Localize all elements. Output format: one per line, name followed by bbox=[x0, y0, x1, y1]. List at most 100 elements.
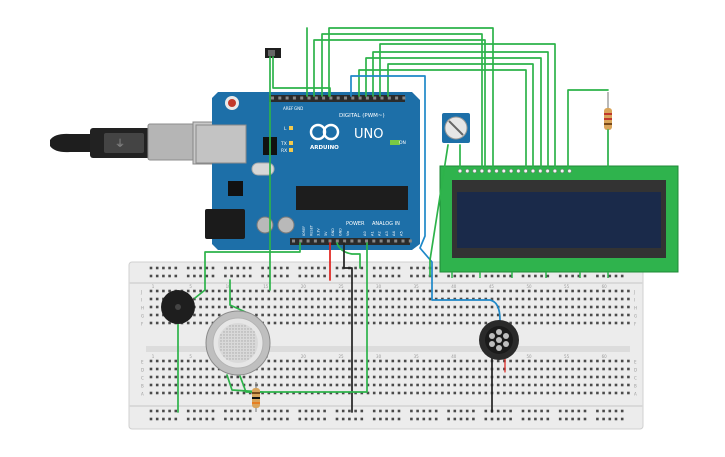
row-letter: B bbox=[634, 384, 637, 389]
gnd-label: GND bbox=[294, 106, 303, 111]
column-number: 15 bbox=[263, 284, 269, 289]
power-label: POWER bbox=[346, 221, 365, 227]
l-label: L bbox=[284, 126, 287, 132]
power-pin-label: 3.3V bbox=[317, 228, 321, 236]
power-pin-label: GND bbox=[331, 228, 335, 236]
row-letter: G bbox=[634, 314, 637, 319]
analog-pin-label: A3 bbox=[385, 231, 389, 236]
column-number: 40 bbox=[451, 284, 457, 289]
speaker[interactable] bbox=[479, 320, 519, 360]
power-pin-label: RESET bbox=[309, 224, 313, 236]
column-number: 1 bbox=[152, 354, 155, 359]
analog-pin-label: A4 bbox=[392, 231, 396, 236]
on-led bbox=[390, 140, 400, 145]
row-letter: G bbox=[141, 314, 144, 319]
row-letter: E bbox=[634, 360, 637, 365]
wire[interactable] bbox=[321, 33, 483, 167]
row-letter: H bbox=[141, 306, 144, 311]
analog-pin-label: A0 bbox=[363, 231, 367, 236]
brand-label: ARDUINO bbox=[310, 145, 339, 151]
row-letter: F bbox=[141, 322, 144, 327]
row-letter: E bbox=[141, 360, 144, 365]
row-letter: D bbox=[634, 368, 637, 373]
rx-led bbox=[289, 148, 293, 152]
column-number: 20 bbox=[301, 284, 307, 289]
arduino-logo-icon bbox=[309, 123, 340, 141]
row-letter: D bbox=[141, 368, 144, 373]
column-number: 60 bbox=[602, 284, 608, 289]
row-letter: A bbox=[634, 392, 637, 397]
power-analog-header bbox=[290, 238, 410, 245]
digital-label: DIGITAL (PWM~) bbox=[339, 113, 385, 119]
tx-label: TX bbox=[280, 141, 287, 147]
wire[interactable] bbox=[313, 39, 486, 167]
analog-pin-label: A1 bbox=[370, 231, 374, 236]
row-letter: J bbox=[140, 290, 142, 295]
row-letter: I bbox=[634, 298, 635, 303]
wire[interactable] bbox=[350, 75, 501, 321]
power-pin-label: IOREF bbox=[302, 226, 306, 236]
wire[interactable] bbox=[328, 27, 494, 167]
aref-label: AREF bbox=[283, 106, 294, 111]
board-name: UNO bbox=[354, 127, 383, 142]
wire[interactable] bbox=[343, 242, 353, 413]
row-letter: I bbox=[141, 298, 142, 303]
usb-port bbox=[195, 124, 247, 164]
column-number: 45 bbox=[489, 284, 495, 289]
row-letter: H bbox=[634, 306, 637, 311]
lcd-screen bbox=[457, 192, 661, 248]
wire[interactable] bbox=[272, 56, 331, 97]
row-letter: J bbox=[633, 290, 635, 295]
row-letter: A bbox=[141, 392, 144, 397]
potentiometer[interactable] bbox=[442, 113, 470, 143]
resistor-lcd[interactable] bbox=[604, 92, 612, 162]
wire[interactable] bbox=[365, 57, 542, 167]
l-led bbox=[289, 126, 293, 130]
column-number: 5 bbox=[189, 354, 192, 359]
column-number: 5 bbox=[189, 284, 192, 289]
column-number: 35 bbox=[414, 354, 420, 359]
capacitor-2 bbox=[277, 216, 295, 234]
rx-label: RX bbox=[281, 148, 287, 154]
row-letter: B bbox=[141, 384, 144, 389]
column-number: 30 bbox=[376, 354, 382, 359]
column-number: 50 bbox=[526, 354, 532, 359]
capacitor-1 bbox=[256, 216, 274, 234]
column-number: 55 bbox=[564, 354, 570, 359]
wire[interactable] bbox=[239, 242, 368, 393]
column-number: 60 bbox=[602, 354, 608, 359]
column-number: 10 bbox=[226, 284, 232, 289]
arduino-uno[interactable]: UNO ARDUINO DIGITAL (PWM~) POWER ANALOG … bbox=[195, 92, 420, 250]
lcd-16x2[interactable] bbox=[439, 165, 679, 273]
analog-label: ANALOG IN bbox=[372, 221, 400, 227]
resistor-sensor[interactable] bbox=[252, 382, 260, 412]
wire[interactable] bbox=[194, 242, 301, 299]
power-pin-label: GND bbox=[339, 228, 343, 236]
wire[interactable] bbox=[358, 69, 527, 167]
crystal bbox=[251, 162, 275, 176]
breadboard[interactable]: 1155101015152020252530303535404045455050… bbox=[128, 261, 644, 430]
power-pin-label: Vin bbox=[346, 231, 350, 236]
slide-switch[interactable] bbox=[265, 48, 281, 58]
column-number: 25 bbox=[338, 354, 344, 359]
power-jack bbox=[205, 209, 245, 239]
wire[interactable] bbox=[567, 89, 609, 167]
wire[interactable] bbox=[387, 63, 534, 167]
column-number: 50 bbox=[526, 284, 532, 289]
wire[interactable] bbox=[372, 51, 549, 167]
wires bbox=[177, 27, 609, 413]
tx-led bbox=[289, 141, 293, 145]
power-pin-label: 5V bbox=[324, 231, 328, 236]
atmega-chip bbox=[296, 186, 408, 210]
usb-icon: ⏚ bbox=[115, 138, 125, 150]
column-number: 40 bbox=[451, 354, 457, 359]
column-number: 55 bbox=[564, 284, 570, 289]
wire[interactable] bbox=[429, 144, 449, 277]
column-number: 25 bbox=[338, 284, 344, 289]
row-letter: C bbox=[141, 376, 144, 381]
piezo-buzzer[interactable] bbox=[161, 290, 195, 324]
row-letter: F bbox=[634, 322, 637, 327]
gas-sensor[interactable] bbox=[205, 310, 271, 376]
row-letter: C bbox=[634, 376, 637, 381]
